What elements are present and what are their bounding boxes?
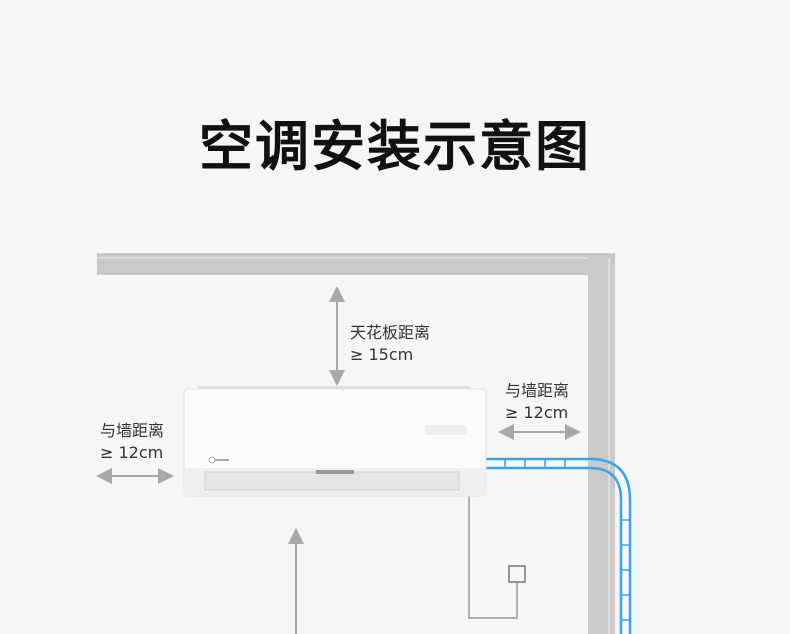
power-socket (508, 565, 526, 583)
left-wall-distance-title: 与墙距离 (100, 421, 165, 440)
power-cord (468, 496, 518, 619)
right-wall-distance-label: 与墙距离 ≥ 12cm (505, 380, 569, 424)
page-title: 空调安装示意图 (199, 115, 591, 178)
refrigerant-pipe (486, 457, 632, 634)
brand-logo (208, 456, 229, 464)
right-wall-distance-title: 与墙距离 (505, 381, 570, 400)
left-wall-distance-label: 与墙距离 ≥ 12cm (100, 420, 164, 464)
air-conditioner-unit (183, 386, 487, 497)
ceiling-distance-label: 天花板距离 ≥ 15cm (350, 322, 430, 366)
wall (97, 253, 615, 634)
ceiling-distance-title: 天花板距离 (350, 323, 431, 342)
left-wall-distance-value: ≥ 12cm (100, 443, 164, 462)
right-wall-distance-value: ≥ 12cm (505, 403, 569, 422)
ceiling-distance-value: ≥ 15cm (350, 345, 414, 364)
